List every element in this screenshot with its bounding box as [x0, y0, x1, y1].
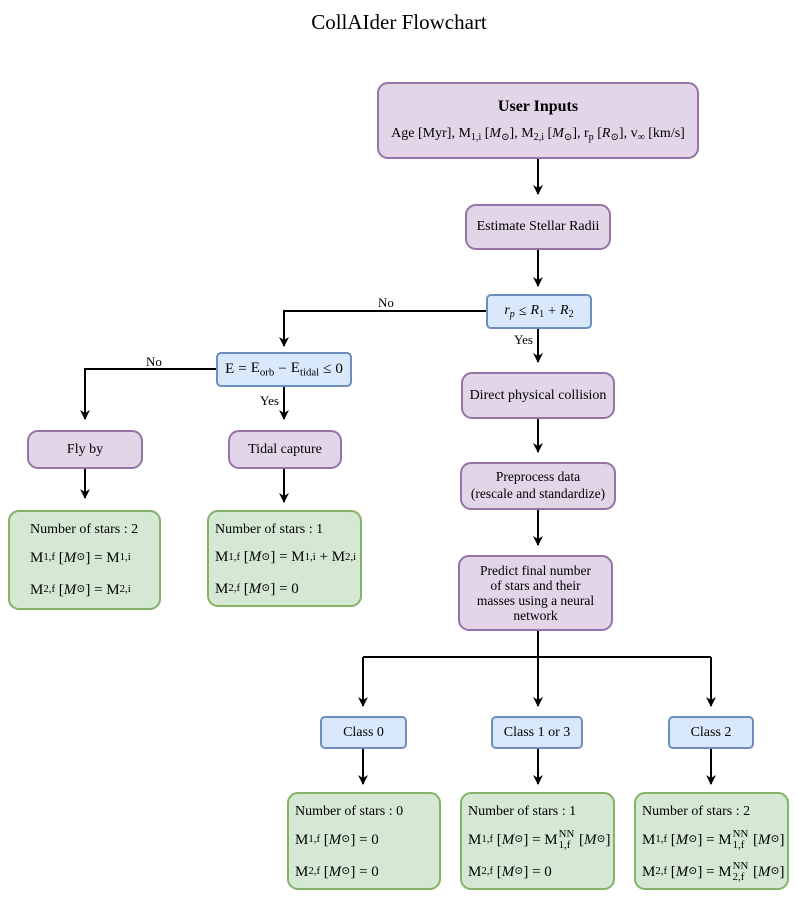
- user-inputs-heading: User Inputs: [497, 97, 579, 115]
- energy-test-no-label: No: [146, 354, 162, 369]
- tidal-capture-box: Tidal capture: [228, 430, 342, 469]
- class0-box: Class 0: [320, 716, 407, 749]
- flyby-star-count: Number of stars : 2: [30, 522, 139, 538]
- class13-star-count: Number of stars : 1: [468, 804, 577, 820]
- class2-star-count: Number of stars : 2: [642, 804, 751, 820]
- arrow-collision-test-no: [279, 310, 486, 347]
- page-title: CollAIder Flowchart: [311, 10, 487, 34]
- collision-test-box: rp ≤ R1 + R2: [486, 294, 592, 329]
- arrow-energy-test-no: [80, 368, 216, 420]
- predict-box: Predict final number of stars and their …: [458, 555, 613, 631]
- preprocess-box: Preprocess data (rescale and standardize…: [460, 462, 616, 510]
- fly-by-box: Fly by: [27, 430, 143, 469]
- collision-test-yes-label: Yes: [514, 332, 533, 347]
- collision-test-no-label: No: [378, 295, 394, 310]
- tidal-star-count: Number of stars : 1: [215, 522, 324, 538]
- class0-star-count: Number of stars : 0: [295, 804, 404, 820]
- direct-collision-box: Direct physical collision: [461, 372, 615, 419]
- class2-box: Class 2: [668, 716, 754, 749]
- class13-box: Class 1 or 3: [491, 716, 583, 749]
- user-inputs-params: Age [Myr], M1,i [M⊙], M2,i [M⊙], rp [R⊙]…: [391, 125, 685, 143]
- estimate-radii-box: Estimate Stellar Radii: [465, 204, 611, 250]
- energy-test-yes-label: Yes: [260, 393, 279, 408]
- energy-test-box: E = Eorb − Etidal ≤ 0: [216, 352, 352, 387]
- user-inputs-box: User Inputs Age [Myr], M1,i [M⊙], M2,i […: [377, 82, 699, 159]
